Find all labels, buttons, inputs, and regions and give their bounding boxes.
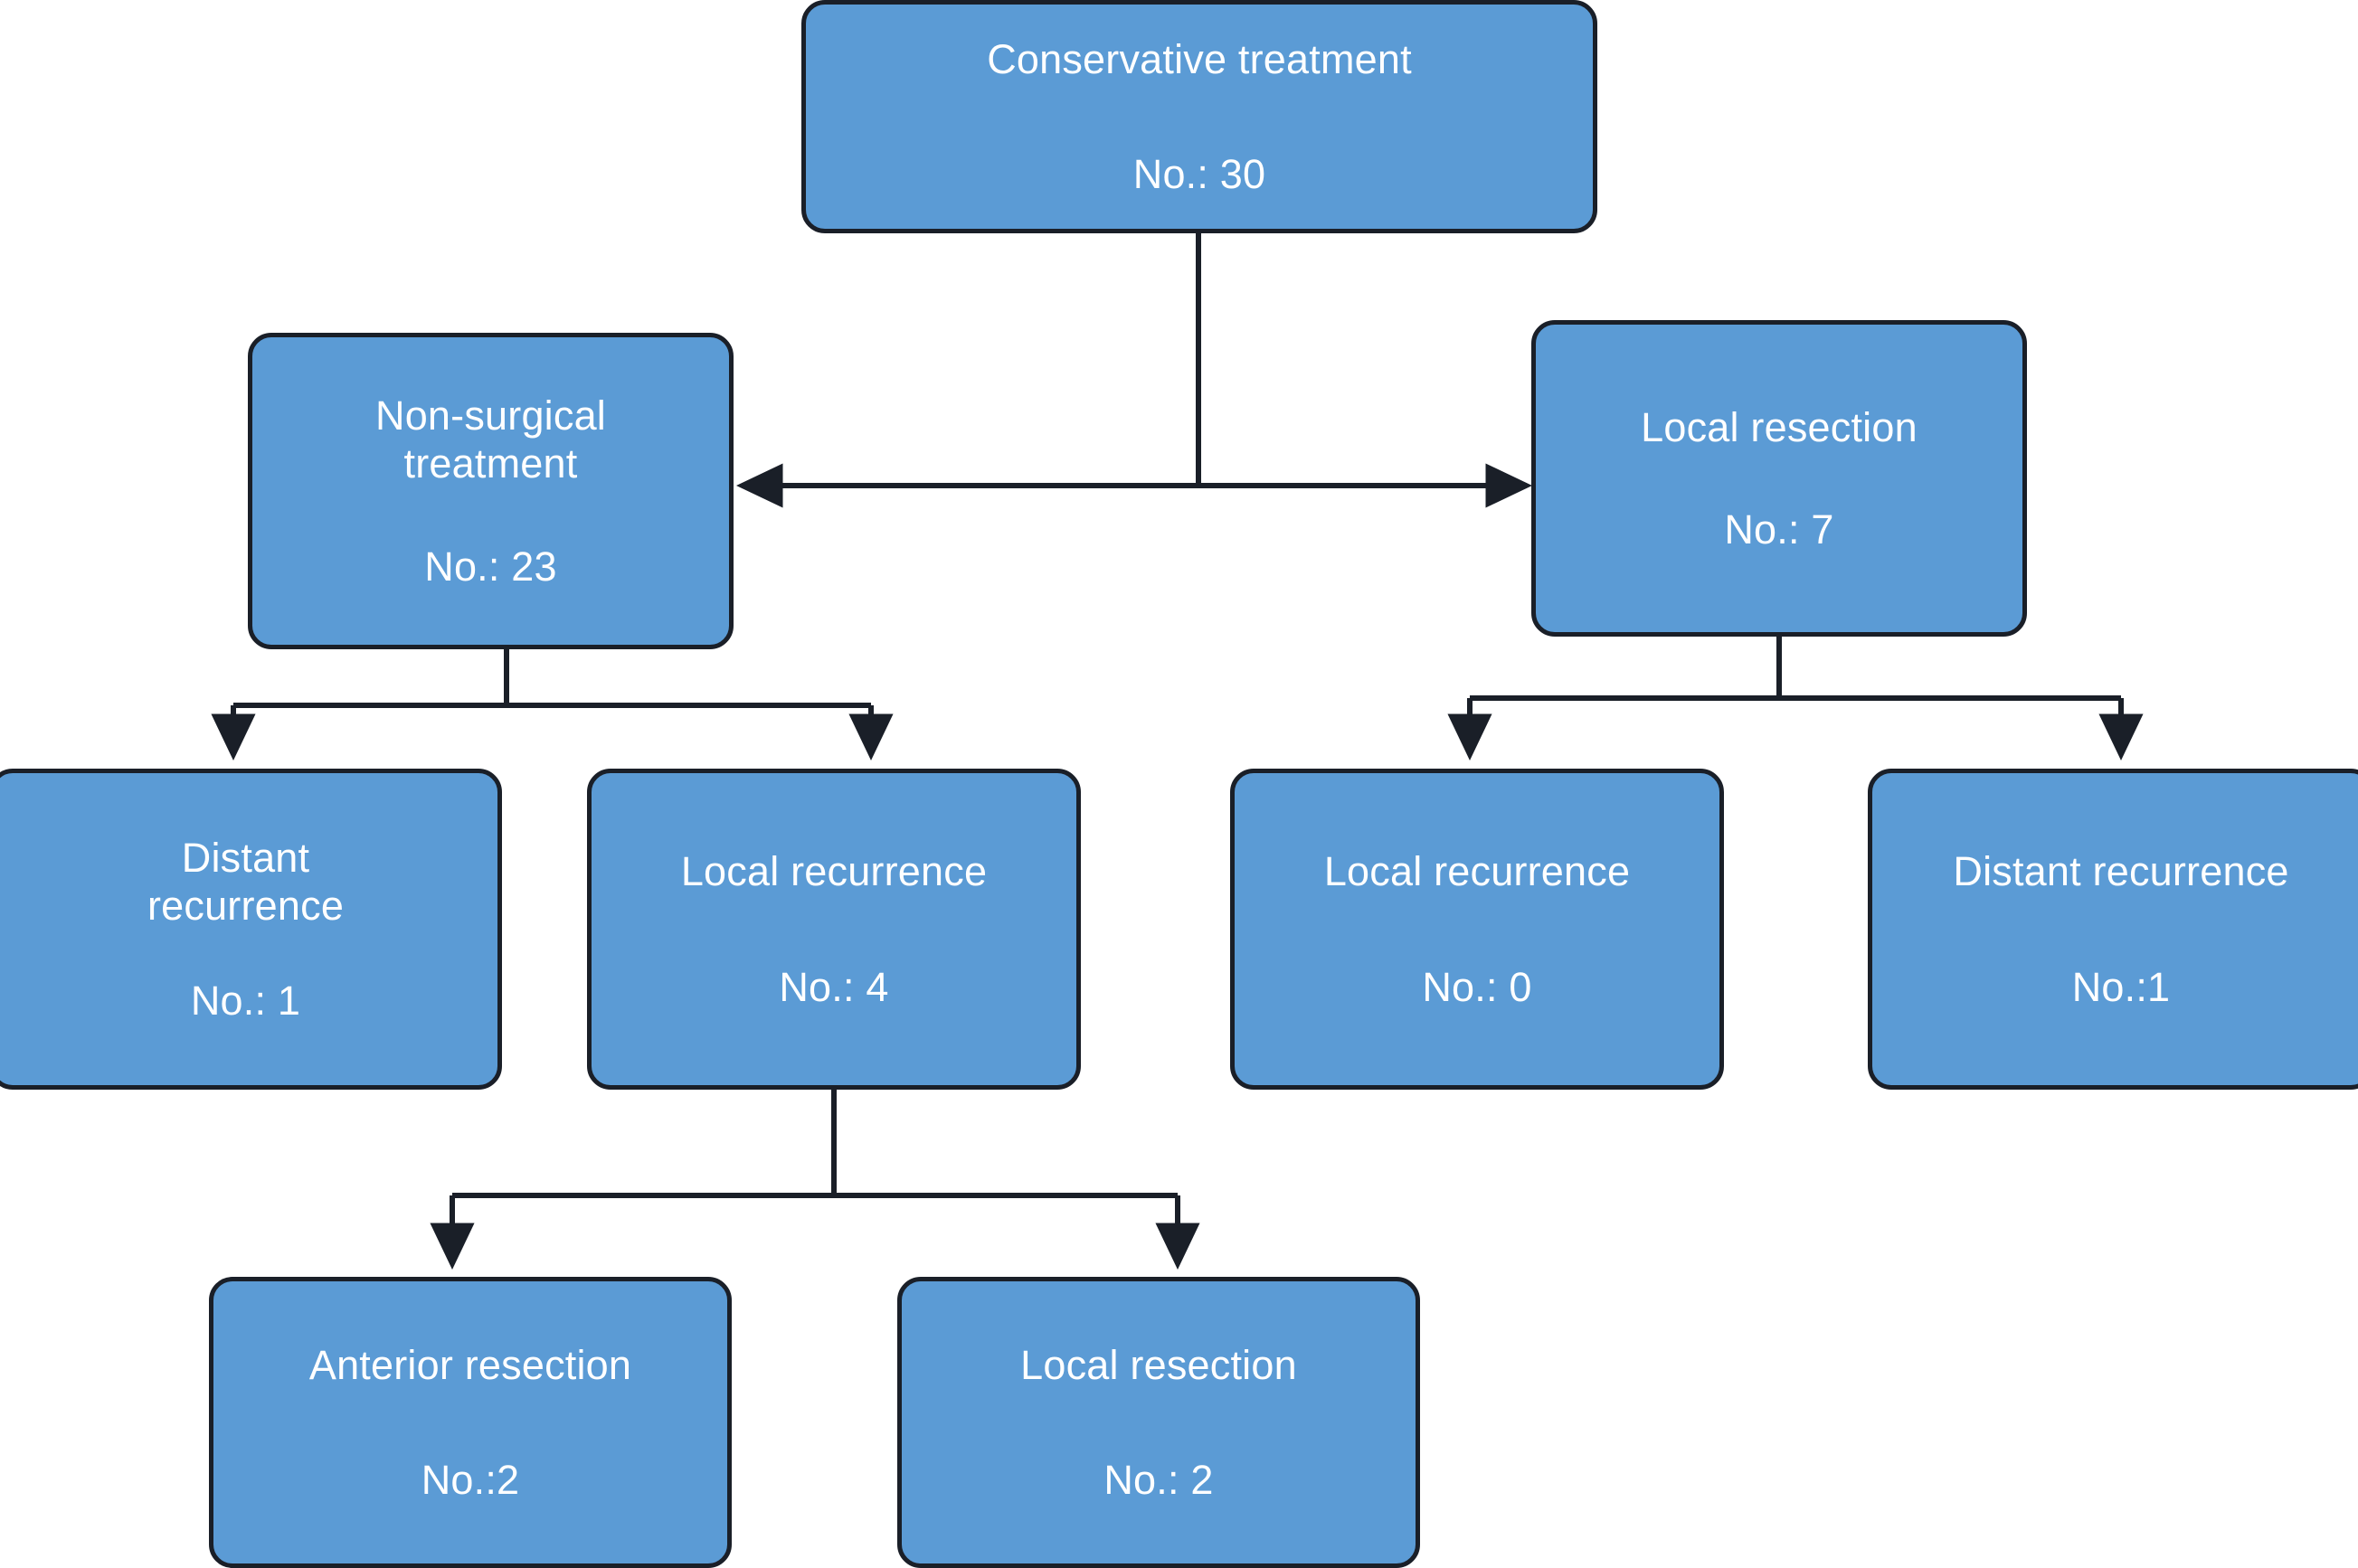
node-count: No.: 0	[1422, 963, 1532, 1010]
node-local-resection-7[interactable]: Local resection No.: 7	[1531, 320, 2027, 637]
node-title: Non-surgical treatment	[375, 392, 606, 487]
node-distant-recurrence-nonsurgical[interactable]: Distant recurrence No.: 1	[0, 769, 502, 1090]
node-title: Distant recurrence	[147, 834, 345, 929]
node-title: Local recurrence	[680, 848, 988, 895]
node-count: No.:1	[2071, 963, 2171, 1010]
node-title: Local recurrence	[1323, 848, 1631, 895]
node-count: No.: 2	[1103, 1457, 1214, 1503]
node-anterior-resection[interactable]: Anterior resection No.:2	[209, 1277, 732, 1568]
node-conservative-treatment[interactable]: Conservative treatment No.: 30	[801, 0, 1597, 233]
node-local-recurrence-nonsurgical[interactable]: Local recurrence No.: 4	[587, 769, 1081, 1090]
node-count: No.: 23	[424, 543, 557, 590]
node-title: Distant recurrence	[1953, 848, 2289, 895]
node-non-surgical-treatment[interactable]: Non-surgical treatment No.: 23	[248, 333, 734, 649]
edge-localresection-to-children	[1447, 636, 2144, 761]
node-count: No.: 7	[1724, 506, 1834, 553]
node-title: Local resection	[1020, 1341, 1297, 1388]
node-distant-recurrence-resection[interactable]: Distant recurrence No.:1	[1868, 769, 2358, 1090]
node-local-resection-2[interactable]: Local resection No.: 2	[897, 1277, 1420, 1568]
node-count: No.:2	[421, 1457, 520, 1503]
node-local-recurrence-resection[interactable]: Local recurrence No.: 0	[1230, 769, 1724, 1090]
edge-localrecurrence-to-children	[430, 1090, 1200, 1270]
edge-conservative-to-level2	[735, 233, 1533, 508]
edge-nonsurgical-to-children	[211, 649, 894, 761]
node-title: Conservative treatment	[987, 35, 1412, 82]
node-title: Anterior resection	[308, 1341, 632, 1388]
node-count: No.: 4	[779, 963, 889, 1010]
node-count: No.: 30	[1132, 151, 1266, 197]
node-count: No.: 1	[190, 978, 301, 1025]
node-title: Local resection	[1641, 403, 1918, 450]
